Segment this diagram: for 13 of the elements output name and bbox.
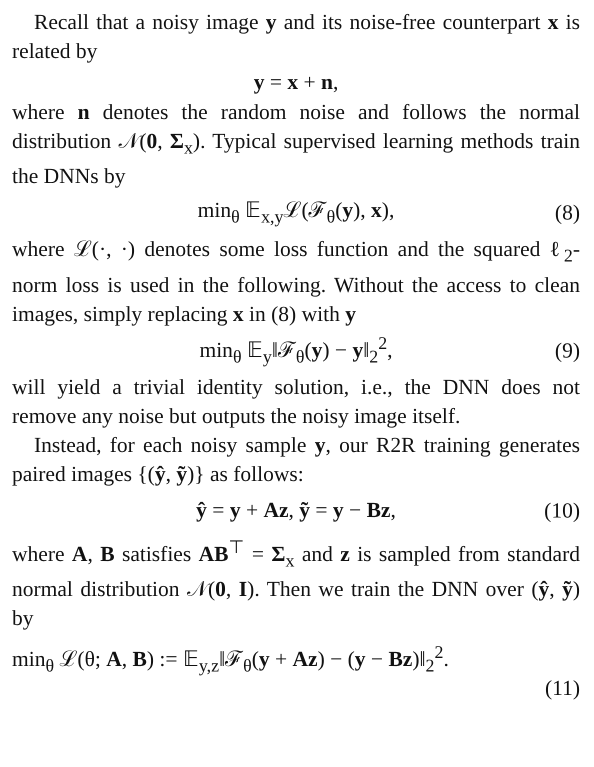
equation-number: (11) [544,675,580,702]
paragraph: where ℒ(·, ·) denotes some loss function and the squared ℓ$_{2}$-norm loss is used in the following. Without the access to clean images, simply replacing x in (8) with y [12,236,580,328]
equation: min$_{θ}$ 𝔼$_{y}$‖ℱ$_{θ}$(y) − y‖$_{2}$$^{2}$, [199,332,393,369]
equation: min$_{θ}$ 𝔼$_{x,y}$ℒ(ℱ$_{θ}$(y), x), [198,196,394,228]
paragraph: Instead, for each noisy sample y, our R2R training generates paired images {(ŷ, ỹ)} as follows: [12,432,580,488]
equation-number: (9) [554,337,580,364]
equation-number: (10) [544,497,580,524]
paragraph: where A, B satisfies AB$^{⊤}$ = Σ$_{x}$ and z is sampled from standard normal distribution 𝒩(0, I). Then we train the DNN over (ŷ, ỹ) by [12,536,580,632]
equation: min$_{θ}$ ℒ(θ; A, B) := 𝔼$_{y,z}$‖ℱ$_{θ}$(y + Az) − (y − Bz)‖$_{2}$$^{2}$. [12,640,449,678]
paragraph: will yield a trivial identity solution, i.e., the DNN does not remove any noise but outputs the noisy image itself. [12,374,580,430]
equation-number: (8) [554,200,580,227]
equation: y = x + n, [254,68,338,96]
equation: ŷ = y + Az, ỹ = y − Bz, [196,497,396,524]
